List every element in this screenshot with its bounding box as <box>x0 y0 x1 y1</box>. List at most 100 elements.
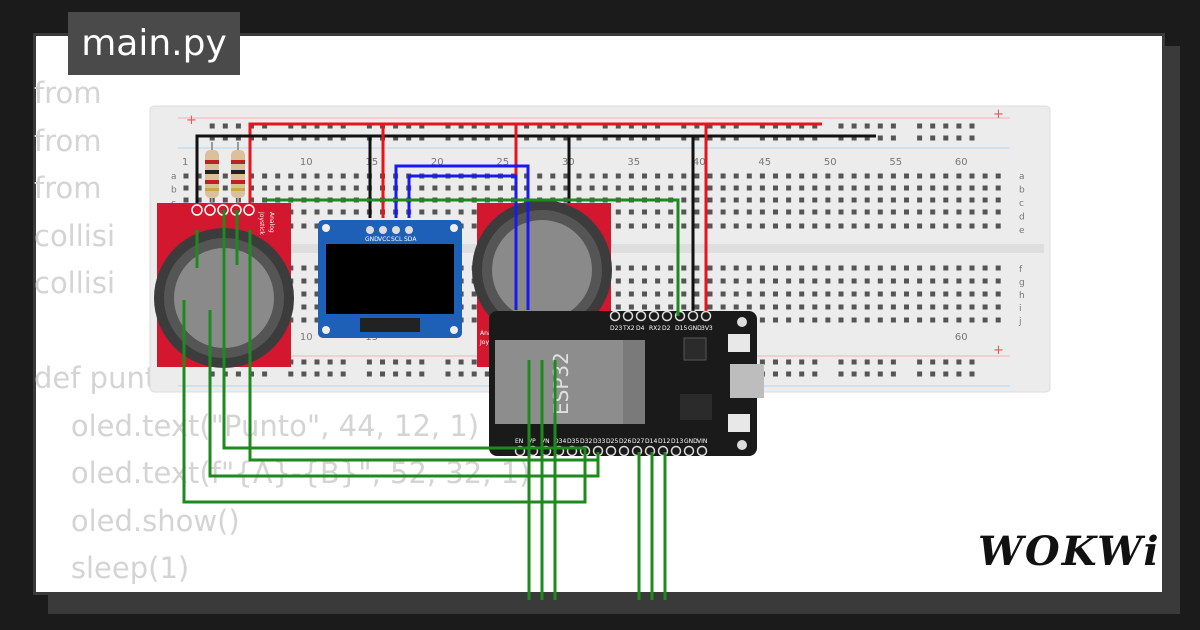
breadboard-hole[interactable] <box>314 359 320 365</box>
breadboard-hole[interactable] <box>655 265 661 271</box>
esp32-pin[interactable] <box>622 310 634 322</box>
breadboard-hole[interactable] <box>222 197 228 203</box>
breadboard-hole[interactable] <box>484 185 490 191</box>
breadboard-hole[interactable] <box>288 185 294 191</box>
breadboard-hole[interactable] <box>943 265 949 271</box>
breadboard-hole[interactable] <box>930 123 936 129</box>
breadboard-hole[interactable] <box>838 371 844 377</box>
breadboard-hole[interactable] <box>773 265 778 271</box>
breadboard-hole[interactable] <box>563 173 569 179</box>
breadboard-hole[interactable] <box>642 223 647 229</box>
breadboard-hole[interactable] <box>288 371 294 377</box>
breadboard-hole[interactable] <box>314 173 320 179</box>
breadboard-hole[interactable] <box>327 173 333 179</box>
breadboard-hole[interactable] <box>419 185 425 191</box>
breadboard-hole[interactable] <box>235 371 241 377</box>
esp32-pin[interactable] <box>631 445 643 457</box>
breadboard-hole[interactable] <box>943 317 949 323</box>
breadboard-hole[interactable] <box>642 185 647 191</box>
breadboard-hole[interactable] <box>917 185 923 191</box>
breadboard-hole[interactable] <box>877 304 883 310</box>
breadboard-hole[interactable] <box>262 185 268 191</box>
breadboard-hole[interactable] <box>458 135 464 141</box>
breadboard-hole[interactable] <box>930 359 936 365</box>
breadboard-hole[interactable] <box>995 197 1001 203</box>
breadboard-hole[interactable] <box>262 135 268 141</box>
breadboard-hole[interactable] <box>314 304 320 310</box>
breadboard-hole[interactable] <box>393 135 399 141</box>
breadboard-hole[interactable] <box>969 197 975 203</box>
breadboard-hole[interactable] <box>602 135 608 141</box>
breadboard-hole[interactable] <box>615 223 621 229</box>
breadboard-hole[interactable] <box>301 317 307 323</box>
breadboard-hole[interactable] <box>628 123 634 129</box>
breadboard-hole[interactable] <box>877 123 883 129</box>
breadboard-hole[interactable] <box>786 371 792 377</box>
breadboard-hole[interactable] <box>655 223 661 229</box>
breadboard-hole[interactable] <box>668 304 674 310</box>
breadboard-hole[interactable] <box>694 135 700 141</box>
breadboard-hole[interactable] <box>982 265 988 271</box>
breadboard-hole[interactable] <box>812 265 818 271</box>
breadboard-hole[interactable] <box>668 278 674 284</box>
breadboard-hole[interactable] <box>406 359 412 365</box>
breadboard-hole[interactable] <box>943 173 949 179</box>
breadboard-hole[interactable] <box>956 278 962 284</box>
breadboard-hole[interactable] <box>786 265 792 271</box>
breadboard-hole[interactable] <box>301 223 307 229</box>
breadboard-hole[interactable] <box>537 135 543 141</box>
breadboard-hole[interactable] <box>615 265 621 271</box>
breadboard-hole[interactable] <box>681 291 687 297</box>
breadboard-hole[interactable] <box>681 223 687 229</box>
breadboard-hole[interactable] <box>799 123 805 129</box>
breadboard-hole[interactable] <box>642 265 647 271</box>
breadboard-hole[interactable] <box>995 185 1001 191</box>
breadboard-hole[interactable] <box>930 197 936 203</box>
breadboard-hole[interactable] <box>707 123 713 129</box>
breadboard-hole[interactable] <box>995 278 1001 284</box>
breadboard-hole[interactable] <box>458 123 464 129</box>
breadboard-hole[interactable] <box>419 359 425 365</box>
breadboard-hole[interactable] <box>864 291 870 297</box>
breadboard-hole[interactable] <box>943 123 949 129</box>
breadboard-hole[interactable] <box>497 185 503 191</box>
breadboard-hole[interactable] <box>825 317 831 323</box>
breadboard-hole[interactable] <box>602 123 608 129</box>
breadboard-hole[interactable] <box>995 291 1001 297</box>
breadboard-hole[interactable] <box>995 173 1001 179</box>
breadboard-hole[interactable] <box>183 173 189 179</box>
breadboard-hole[interactable] <box>733 209 739 215</box>
breadboard-hole[interactable] <box>393 371 399 377</box>
breadboard-hole[interactable] <box>746 223 752 229</box>
breadboard-hole[interactable] <box>956 135 962 141</box>
breadboard-hole[interactable] <box>694 304 700 310</box>
breadboard-hole[interactable] <box>445 209 451 215</box>
breadboard-hole[interactable] <box>340 123 346 129</box>
breadboard-hole[interactable] <box>733 123 739 129</box>
breadboard-hole[interactable] <box>563 185 569 191</box>
breadboard-hole[interactable] <box>733 304 739 310</box>
breadboard-hole[interactable] <box>838 173 844 179</box>
breadboard-hole[interactable] <box>471 185 477 191</box>
breadboard-hole[interactable] <box>773 317 778 323</box>
breadboard-hole[interactable] <box>694 185 700 191</box>
breadboard-hole[interactable] <box>904 291 909 297</box>
breadboard-hole[interactable] <box>786 278 792 284</box>
breadboard-hole[interactable] <box>864 359 870 365</box>
esp32-pin[interactable] <box>648 310 660 322</box>
breadboard-hole[interactable] <box>943 209 949 215</box>
breadboard-hole[interactable] <box>707 223 713 229</box>
breadboard-hole[interactable] <box>943 185 949 191</box>
breadboard-hole[interactable] <box>340 135 346 141</box>
breadboard-hole[interactable] <box>864 123 870 129</box>
breadboard-hole[interactable] <box>982 173 988 179</box>
breadboard-hole[interactable] <box>759 304 765 310</box>
breadboard-hole[interactable] <box>917 371 923 377</box>
breadboard-hole[interactable] <box>773 223 778 229</box>
breadboard-hole[interactable] <box>851 359 857 365</box>
breadboard-hole[interactable] <box>340 209 346 215</box>
breadboard-hole[interactable] <box>707 278 713 284</box>
breadboard-hole[interactable] <box>838 209 844 215</box>
breadboard-hole[interactable] <box>786 185 792 191</box>
